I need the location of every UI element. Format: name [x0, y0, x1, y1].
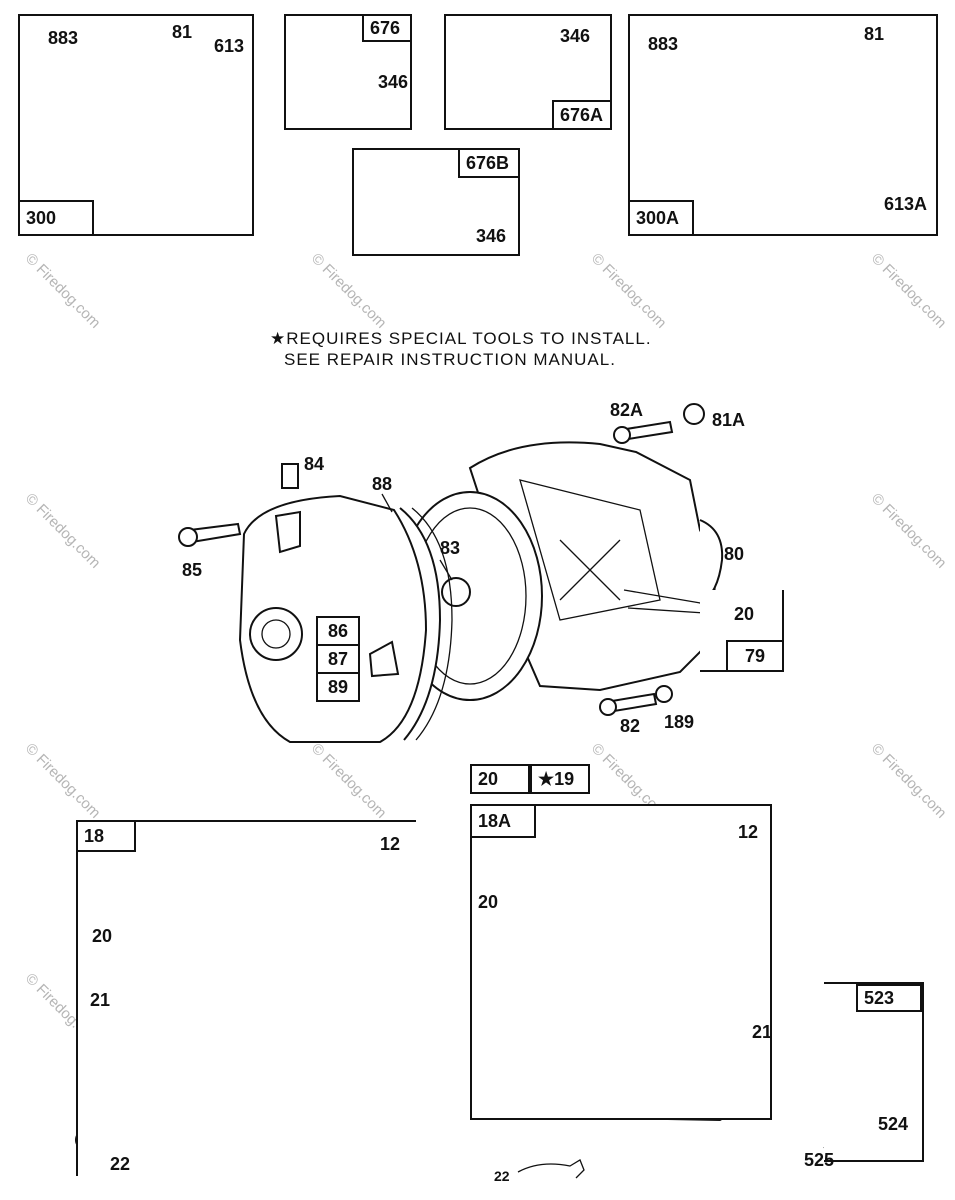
stack-label-87: 87 [316, 644, 360, 674]
tag-676a: 676A [552, 100, 612, 130]
panel-300 [18, 14, 254, 236]
tag-18: 18 [76, 820, 136, 852]
label-20: 20 [92, 926, 113, 946]
crankcase-assembly-drawing [178, 403, 724, 743]
tag-79: 79 [726, 640, 784, 672]
label-84: 84 [304, 454, 325, 474]
label-21: 21 [90, 990, 111, 1010]
panel-300a [628, 14, 938, 236]
tag-300a: 300A [628, 200, 694, 236]
panel-18a [470, 804, 772, 1120]
label-524: 524 [878, 1114, 909, 1134]
label-85: 85 [182, 560, 203, 580]
label-21: 21 [752, 1022, 773, 1042]
label-189: 189 [664, 712, 695, 732]
label-525: 525 [804, 1150, 835, 1170]
label-83: 83 [440, 538, 461, 558]
tag-19-head: ★19 [530, 764, 590, 794]
tag-523: 523 [856, 984, 922, 1012]
label-80: 80 [724, 544, 745, 564]
label-81a: 81A [712, 410, 746, 430]
special-tools-note: ★REQUIRES SPECIAL TOOLS TO INSTALL. SEE … [270, 328, 730, 370]
label-88: 88 [372, 474, 393, 494]
note-line-1: ★REQUIRES SPECIAL TOOLS TO INSTALL. [270, 329, 652, 348]
label-81: 81 [172, 22, 193, 42]
label-883: 883 [48, 28, 79, 48]
tag-300: 300 [18, 200, 94, 236]
label-82: 82 [620, 716, 641, 736]
label-20: 20 [478, 892, 499, 912]
label-22-partial: 22 [494, 1168, 510, 1184]
label-82a: 82A [610, 400, 644, 420]
label-12: 12 [738, 822, 759, 842]
label-613: 613 [214, 36, 245, 56]
footer-partial-drawing [517, 1159, 585, 1179]
tag-18a: 18A [470, 804, 536, 838]
label-346: 346 [378, 72, 409, 92]
label-346: 346 [560, 26, 591, 46]
label-81: 81 [864, 24, 885, 44]
label-883: 883 [648, 34, 679, 54]
label-613a: 613A [884, 194, 928, 214]
stack-label-89: 89 [316, 672, 360, 702]
panel-18 [76, 820, 416, 1176]
label-20: 20 [734, 604, 755, 624]
tag-20-head: 20 [470, 764, 530, 794]
tag-676: 676 [362, 14, 412, 42]
tag-676b: 676B [458, 148, 520, 178]
note-line-2: SEE REPAIR INSTRUCTION MANUAL. [284, 350, 616, 369]
label-346: 346 [476, 226, 507, 246]
label-22: 22 [110, 1154, 131, 1174]
stack-label-86: 86 [316, 616, 360, 646]
panel-523 [824, 982, 924, 1162]
label-12: 12 [380, 834, 401, 854]
